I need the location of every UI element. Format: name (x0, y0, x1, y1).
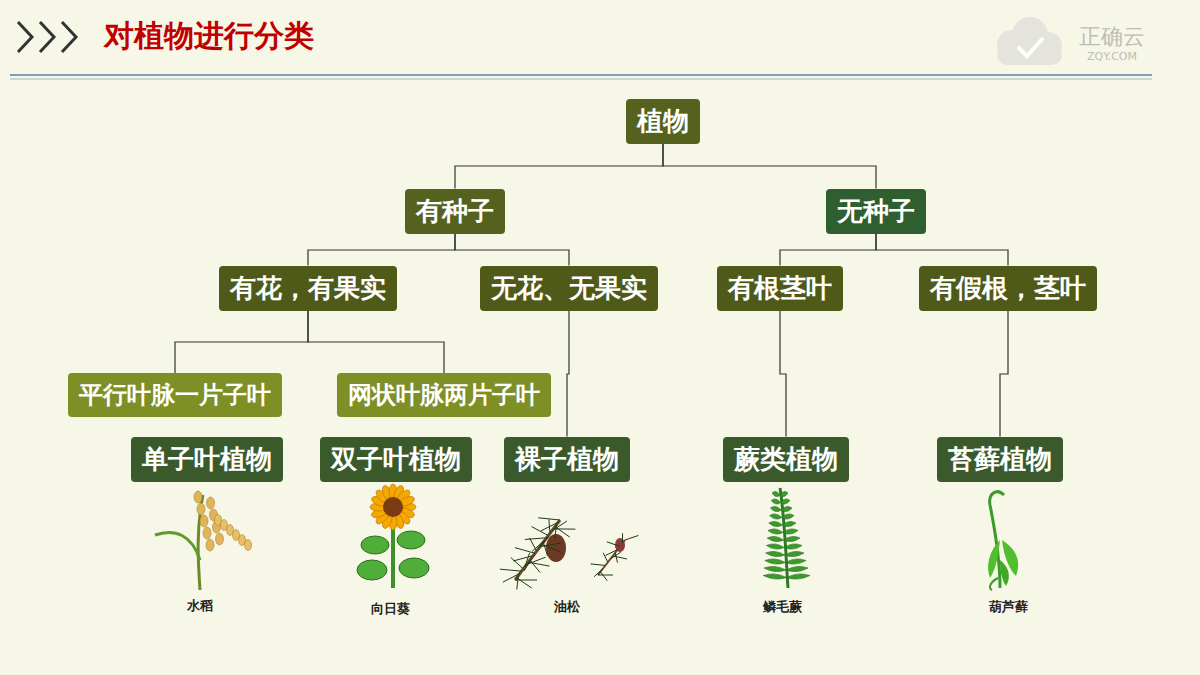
category-box: 裸子植物 (504, 437, 630, 482)
category-label: 有假根，茎叶 (930, 271, 1086, 306)
header-rule (10, 79, 1152, 80)
category-box: 植物 (626, 99, 700, 144)
pine-branch (500, 518, 638, 590)
fern-plant (763, 488, 810, 588)
watermark-logo (997, 17, 1062, 65)
rice-plant (155, 491, 252, 590)
category-label: 网状叶脉两片子叶 (348, 379, 540, 411)
moss-plant (988, 492, 1018, 590)
category-label: 有花，有果实 (230, 271, 386, 306)
category-box: 苔藓植物 (937, 437, 1063, 482)
category-box: 无种子 (826, 189, 926, 234)
category-label: 无花、无果实 (491, 271, 647, 306)
slide-title: 对植物进行分类 (104, 16, 314, 57)
category-label: 有种子 (416, 194, 494, 229)
tree-connector (455, 234, 569, 266)
category-label: 有根茎叶 (728, 271, 832, 306)
plant-name: 油松 (554, 598, 580, 616)
category-label: 双子叶植物 (331, 442, 461, 477)
plant-name: 水稻 (187, 597, 213, 615)
tree-connector (455, 144, 663, 189)
category-label: 蕨类植物 (734, 442, 838, 477)
category-box: 无花、无果实 (480, 266, 658, 311)
chevron-icon (18, 22, 76, 52)
tree-connector (876, 234, 1008, 266)
category-label: 裸子植物 (515, 442, 619, 477)
tree-connector (780, 311, 786, 437)
category-label: 单子叶植物 (142, 442, 272, 477)
category-box: 蕨类植物 (723, 437, 849, 482)
category-label: 平行叶脉一片子叶 (79, 379, 271, 411)
category-label: 植物 (637, 104, 689, 139)
sunflower-plant (357, 484, 429, 588)
tree-connector (308, 234, 455, 266)
category-label: 无种子 (837, 194, 915, 229)
watermark: ZQY.COM (1087, 50, 1137, 63)
tree-connector (567, 311, 569, 437)
plant-name: 向日葵 (371, 600, 410, 618)
category-box: 有花，有果实 (219, 266, 397, 311)
tree-connector (308, 311, 444, 374)
tree-connector (663, 144, 876, 189)
plant-name: 鳞毛蕨 (763, 598, 802, 616)
category-box: 有根茎叶 (717, 266, 843, 311)
tree-connector (175, 311, 308, 374)
category-box: 双子叶植物 (320, 437, 472, 482)
plant-name: 葫芦藓 (989, 598, 1028, 616)
category-box: 有假根，茎叶 (919, 266, 1097, 311)
watermark: 正确云 (1079, 22, 1145, 52)
category-box: 单子叶植物 (131, 437, 283, 482)
category-box: 网状叶脉两片子叶 (337, 373, 551, 417)
category-box: 有种子 (405, 189, 505, 234)
category-label: 苔藓植物 (948, 442, 1052, 477)
header-rule (10, 74, 1152, 76)
tree-connector (780, 234, 876, 266)
category-box: 平行叶脉一片子叶 (68, 373, 282, 417)
tree-connector (1000, 311, 1008, 437)
